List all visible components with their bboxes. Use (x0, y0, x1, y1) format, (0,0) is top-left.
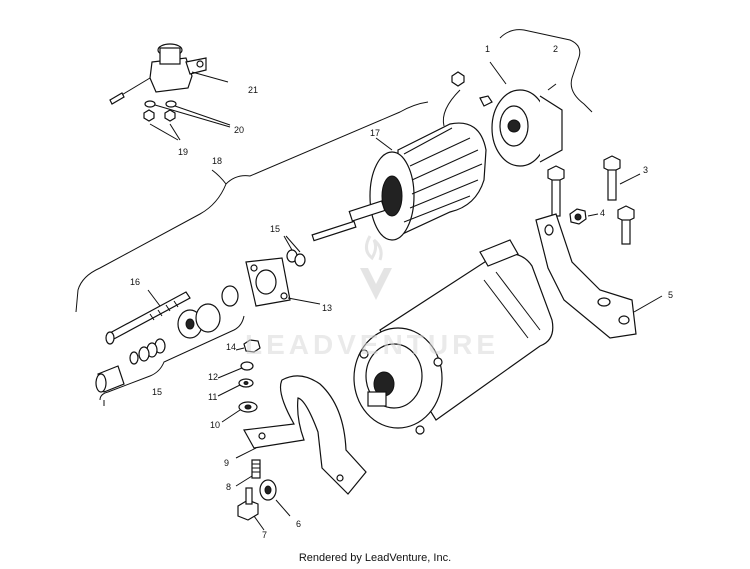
callout-3: 3 (643, 165, 648, 175)
armature-part-17[interactable] (311, 122, 487, 242)
drive-pinion-gear[interactable] (129, 303, 221, 365)
washers-part-15-upper[interactable] (283, 235, 306, 267)
callout-4: 4 (600, 208, 605, 218)
callout-19: 19 (178, 147, 188, 157)
bushing-part-6[interactable] (259, 479, 291, 517)
end-cap-part-1[interactable] (442, 61, 563, 167)
callout-14: 14 (226, 342, 236, 352)
callout-12: 12 (208, 372, 218, 382)
callout-17: 17 (370, 128, 380, 138)
lock-washer-part-12[interactable] (217, 361, 254, 379)
group-brace-2 (499, 29, 593, 113)
group-brace-18 (75, 101, 429, 313)
footer-credit: Rendered by LeadVenture, Inc. (298, 552, 452, 564)
washer-part-11[interactable] (217, 378, 254, 397)
bolts-part-3[interactable] (547, 155, 641, 245)
starter-motor-housing[interactable] (353, 239, 554, 435)
shaft-bolt-part-16[interactable] (105, 289, 191, 345)
drive-end-plate-part-13[interactable] (221, 257, 321, 307)
callout-10: 10 (210, 420, 220, 430)
callout-8: 8 (226, 482, 231, 492)
callout-7: 7 (262, 530, 267, 540)
drive-cap[interactable] (95, 365, 125, 393)
callout-5: 5 (668, 290, 673, 300)
washer-part-10[interactable] (221, 401, 258, 423)
mounting-bracket-part-5[interactable] (535, 213, 663, 339)
nuts-part-19[interactable] (143, 109, 181, 141)
callout-20: 20 (234, 125, 244, 135)
callout-13: 13 (322, 303, 332, 313)
callout-15-upper: 15 (270, 224, 280, 234)
bolt-part-7[interactable] (237, 487, 265, 531)
nut-part-14[interactable] (235, 339, 261, 353)
callout-21: 21 (248, 85, 258, 95)
callout-18: 18 (212, 156, 222, 166)
callout-1: 1 (485, 44, 490, 54)
solenoid-part-21[interactable] (109, 43, 229, 105)
spring-part-8[interactable] (235, 459, 261, 487)
callout-15-lower: 15 (152, 387, 162, 397)
callout-11: 11 (208, 392, 217, 402)
washers-part-20[interactable] (144, 100, 231, 128)
callout-6: 6 (296, 519, 301, 529)
callout-2: 2 (553, 44, 558, 54)
nut-part-4[interactable] (569, 208, 599, 225)
group-brace-15 (99, 315, 245, 401)
lower-bracket-part-9[interactable] (235, 375, 367, 495)
callout-16: 16 (130, 277, 140, 287)
callout-9: 9 (224, 458, 229, 468)
